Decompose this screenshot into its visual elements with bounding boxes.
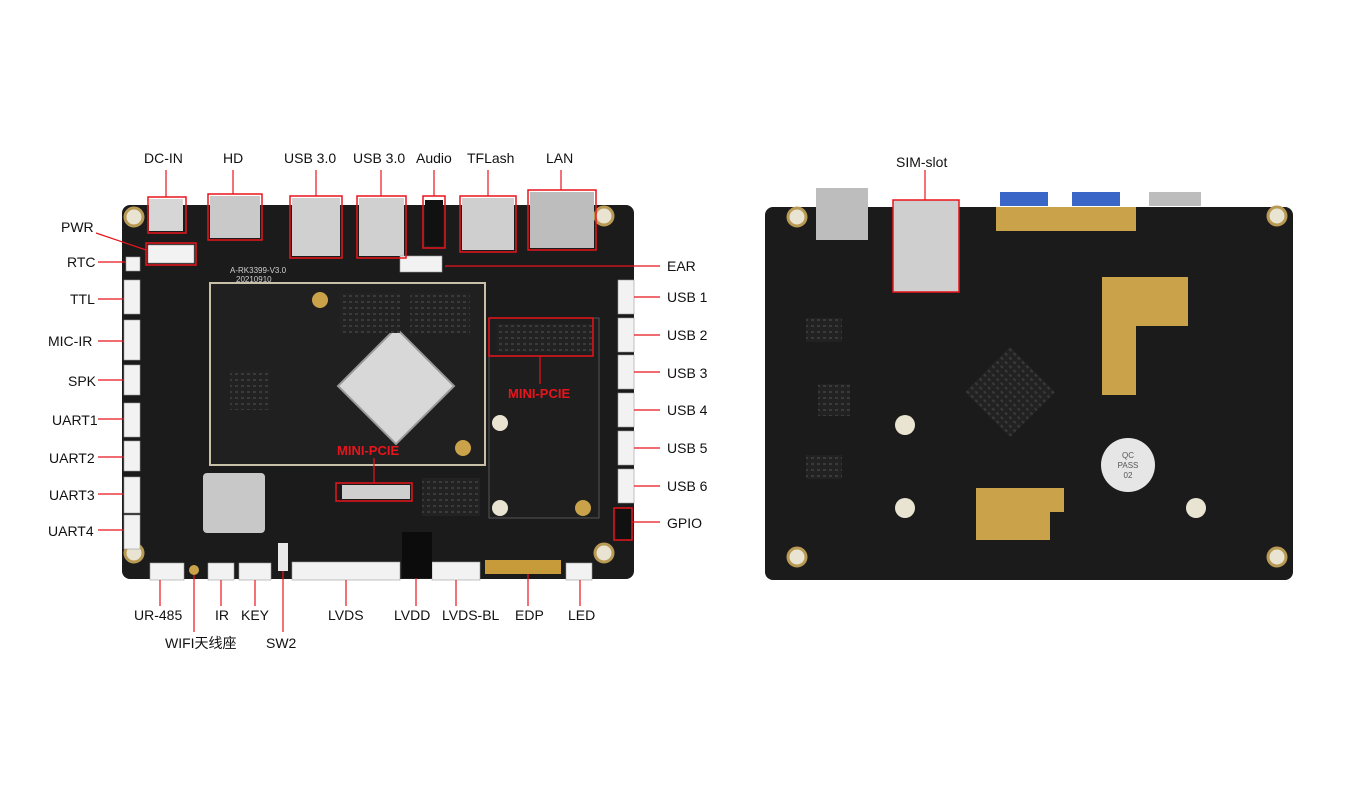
qc-text: PASS <box>1118 461 1139 470</box>
label-audio: Audio <box>416 150 452 166</box>
gold-screw <box>455 440 471 456</box>
label-rtc: RTC <box>67 254 96 270</box>
label-mini-pcie-right: MINI-PCIE <box>508 386 571 401</box>
callout-boxes <box>145 189 597 502</box>
label-usb6: USB 6 <box>667 478 708 494</box>
label-edp: EDP <box>515 607 544 623</box>
gold-screw <box>575 500 591 516</box>
ic-chip <box>806 455 842 479</box>
label-usb3: USB 3 <box>667 365 708 381</box>
mini-pcie-connector <box>497 324 592 352</box>
back-board: QC PASS 02 <box>765 170 1293 580</box>
hdmi-back <box>1149 192 1201 206</box>
mount-hole <box>593 205 615 227</box>
wifi-module <box>203 473 265 533</box>
ram-chip <box>340 293 400 333</box>
mount-hole <box>895 498 915 518</box>
mount-hole <box>786 546 808 568</box>
wifi-antenna-socket <box>189 565 199 575</box>
label-dc-in: DC-IN <box>144 150 183 166</box>
label-mic-ir: MIC-IR <box>48 333 93 349</box>
soc-chip <box>336 326 456 446</box>
gold-pad <box>996 207 1136 231</box>
mount-hole <box>123 206 145 228</box>
label-uart1: UART1 <box>52 412 98 428</box>
front-board <box>95 170 660 632</box>
edp-connector <box>485 560 561 574</box>
label-pwr: PWR <box>61 219 94 235</box>
label-led: LED <box>568 607 596 623</box>
silkscreen-text: A-RK3399-V3.0 <box>230 266 287 275</box>
label-usb5: USB 5 <box>667 440 708 456</box>
label-usb30-b: USB 3.0 <box>353 150 406 166</box>
label-uart4: UART4 <box>48 523 94 539</box>
ic-chip <box>818 384 850 416</box>
usb-back <box>1072 192 1120 206</box>
mount-hole <box>1186 498 1206 518</box>
qc-sticker <box>1101 438 1155 492</box>
sim-slot <box>892 199 960 293</box>
mount-hole <box>1266 546 1288 568</box>
label-spk: SPK <box>68 373 97 389</box>
mount-hole <box>593 542 615 564</box>
usb3-port <box>359 198 404 256</box>
front-headers <box>123 244 635 581</box>
bga-pattern <box>964 346 1056 438</box>
mount-hole <box>492 500 508 516</box>
rj45-back <box>816 188 868 240</box>
ram-chip <box>410 293 470 333</box>
gold-pad <box>976 488 1064 540</box>
label-usb2: USB 2 <box>667 327 708 343</box>
tf-slot <box>462 198 514 250</box>
label-tflash: TFLash <box>467 150 515 166</box>
label-ur485: UR-485 <box>134 607 183 623</box>
label-wifi: WIFI天线座 <box>165 635 237 651</box>
ic-chip <box>230 370 270 410</box>
label-gpio: GPIO <box>667 515 703 531</box>
mount-hole <box>786 206 808 228</box>
rj45-port <box>530 192 594 248</box>
mini-pcie-socket <box>342 485 410 499</box>
mount-hole <box>492 415 508 431</box>
label-uart2: UART2 <box>49 450 95 466</box>
qc-text: 02 <box>1124 471 1133 480</box>
audio-jack <box>425 200 443 246</box>
label-lan: LAN <box>546 150 574 166</box>
label-lvds: LVDS <box>328 607 364 623</box>
qc-text: QC <box>1122 451 1134 460</box>
label-ir: IR <box>215 607 229 623</box>
label-hd: HD <box>223 150 244 166</box>
ic-chip <box>806 318 842 342</box>
label-usb1: USB 1 <box>667 289 708 305</box>
lvdd-header <box>402 532 432 578</box>
gold-pad <box>1102 277 1188 395</box>
label-usb30-a: USB 3.0 <box>284 150 337 166</box>
label-uart3: UART3 <box>49 487 95 503</box>
label-ttl: TTL <box>70 291 95 307</box>
label-usb4: USB 4 <box>667 402 708 418</box>
label-ear: EAR <box>667 258 696 274</box>
label-sw2: SW2 <box>266 635 297 651</box>
silkscreen-text: 20210910 <box>236 275 272 284</box>
label-key: KEY <box>241 607 270 623</box>
leader-lines <box>95 170 660 632</box>
label-sim-slot: SIM-slot <box>896 154 948 170</box>
mount-hole <box>1266 205 1288 227</box>
label-mini-pcie-center: MINI-PCIE <box>337 443 400 458</box>
sw2-switch <box>278 543 288 571</box>
gold-screw <box>312 292 328 308</box>
gpio-header <box>613 507 633 541</box>
usb3-port <box>292 198 340 256</box>
label-lvds-bl: LVDS-BL <box>442 607 500 623</box>
emmc-chip <box>422 478 480 516</box>
usb-back <box>1000 192 1048 206</box>
dc-jack <box>149 199 183 231</box>
label-lvdd: LVDD <box>394 607 431 623</box>
mount-hole <box>895 415 915 435</box>
hdmi-port <box>210 196 260 238</box>
